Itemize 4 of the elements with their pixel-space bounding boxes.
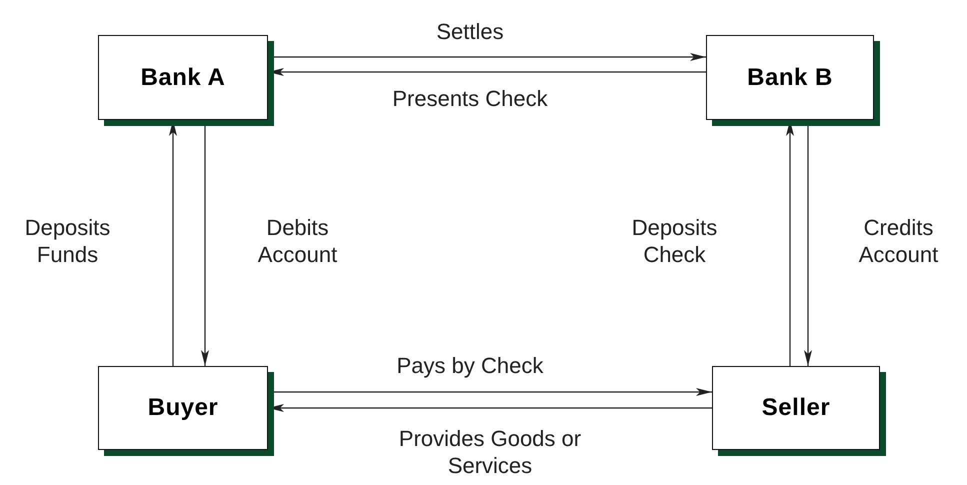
node-label: Seller (762, 394, 830, 422)
node-label: Bank A (140, 64, 226, 92)
node-label: Buyer (148, 394, 218, 422)
node-label: Bank B (747, 64, 833, 92)
